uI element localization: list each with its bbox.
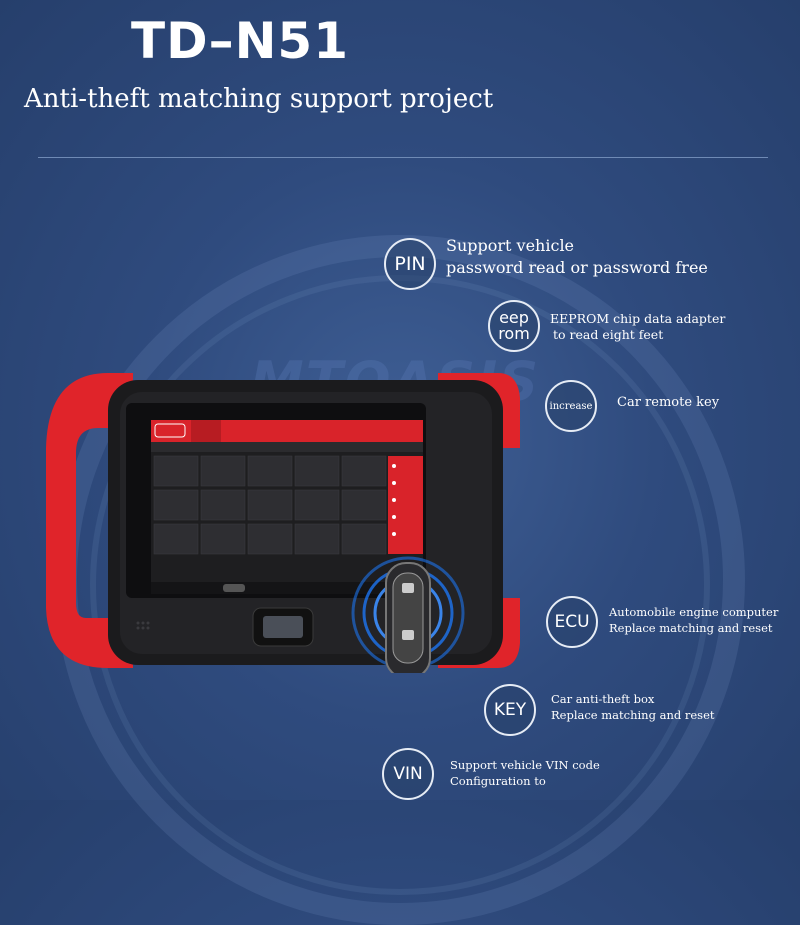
vin-text-line2: Configuration to — [450, 774, 546, 788]
ecu-text-line1: Automobile engine computer — [609, 605, 779, 619]
diagnostic-tablet — [46, 373, 520, 673]
key-text-line2: Replace matching and reset — [551, 708, 715, 722]
divider — [38, 157, 768, 158]
eeprom-text-line1: EEPROM chip data adapter — [550, 311, 726, 326]
pin-text-line1: Support vehicle — [446, 236, 575, 255]
vin-text-line1: Support vehicle VIN code — [450, 758, 600, 772]
increase-badge: increase — [545, 380, 597, 432]
header-subtitle: Anti-theft matching support project — [24, 84, 494, 114]
pin-text-line2: password read or password free — [446, 258, 708, 277]
eeprom-text-line2: to read eight feet — [553, 327, 664, 342]
header-title: TD–N51 — [130, 12, 350, 70]
key-text-line1: Car anti-theft box — [551, 692, 655, 706]
pin-badge: PIN — [384, 238, 436, 290]
ecu-badge: ECU — [546, 596, 598, 648]
key-badge: KEY — [484, 684, 536, 736]
increase-text-line1: Car remote key — [617, 395, 720, 410]
vin-badge: VIN — [382, 748, 434, 800]
ecu-text-line2: Replace matching and reset — [609, 621, 773, 635]
